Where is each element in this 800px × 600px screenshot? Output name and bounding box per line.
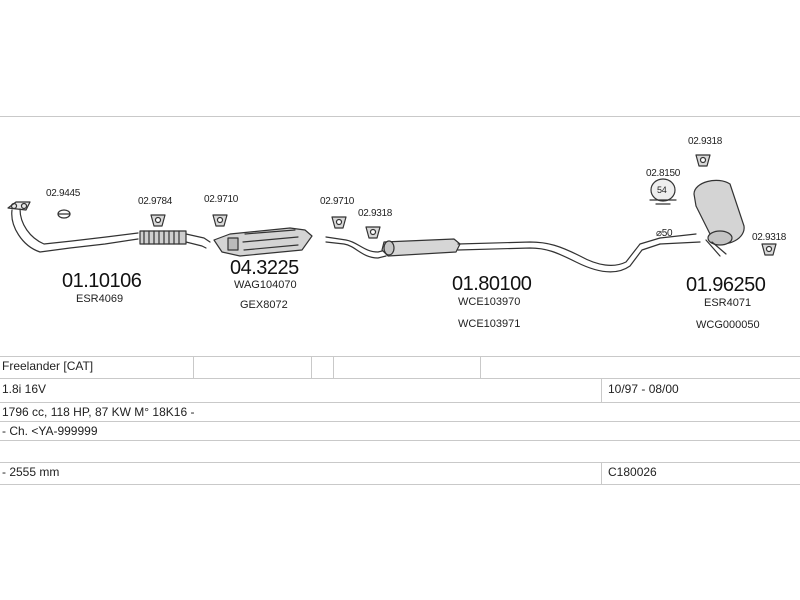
center-pipe-part-number: 01.80100 <box>452 273 532 295</box>
front-pipe-part-number: 01.10106 <box>62 270 142 292</box>
wheelbase-label: - 2555 mm <box>2 465 60 479</box>
hanger-part-number: 02.9318 <box>688 136 723 147</box>
gasket-icon <box>150 214 166 227</box>
divider <box>0 116 800 117</box>
gasket-part-number: 02.9710 <box>204 194 239 205</box>
clamp-part-number: 02.9445 <box>46 188 81 199</box>
pipe-clamp-icon <box>649 178 677 205</box>
catalyst-reference: WAG104070 <box>234 279 297 291</box>
hanger-ring-icon <box>761 243 777 256</box>
catalytic-converter-icon <box>213 227 313 257</box>
years-label: 10/97 - 08/00 <box>608 382 679 396</box>
catalog-code: C180026 <box>608 465 657 479</box>
clamp-size-label: 54 <box>657 185 667 195</box>
model-label: Freelander [CAT] <box>2 359 94 373</box>
divider <box>193 356 194 378</box>
clamp-part-number: 02.8150 <box>646 168 681 179</box>
exhaust-diagram: 02.9445 02.9784 01.10106 ESR4069 02.9710… <box>0 116 800 356</box>
divider <box>0 421 800 422</box>
rear-muffler-reference: WCG000050 <box>696 319 760 331</box>
chassis-label: - Ch. <YA-999999 <box>2 424 98 438</box>
hanger-ring-icon <box>695 154 711 167</box>
divider <box>0 462 800 463</box>
divider <box>601 462 602 484</box>
manifold-flange-icon <box>7 201 31 211</box>
exhaust-system-drawing <box>7 154 777 273</box>
center-pipe-reference: WCE103970 <box>458 296 521 308</box>
divider <box>0 356 800 357</box>
rear-muffler-part-number: 01.96250 <box>686 274 766 296</box>
pipe-size-label: ⌀50 <box>656 228 673 239</box>
hanger-part-number: 02.9318 <box>752 232 787 243</box>
spec-label: 1796 cc, 118 HP, 87 KW M° 18K16 - <box>2 405 195 419</box>
divider <box>601 378 602 402</box>
hanger-ring-icon <box>365 226 381 239</box>
engine-label: 1.8i 16V <box>2 382 47 396</box>
catalyst-reference: GEX8072 <box>240 299 288 311</box>
gasket-icon <box>331 216 347 229</box>
rear-muffler-reference: ESR4071 <box>704 297 752 309</box>
ring-part-number: 02.9318 <box>358 208 393 219</box>
rear-muffler-icon <box>693 179 745 257</box>
flex-bellows-icon <box>139 230 187 245</box>
clamp-icon <box>57 209 71 219</box>
gasket-icon <box>212 214 228 227</box>
center-silencer-icon <box>381 238 461 257</box>
catalyst-part-number: 04.3225 <box>230 257 299 279</box>
front-pipe-reference: ESR4069 <box>76 293 124 305</box>
divider <box>311 356 312 378</box>
divider <box>0 484 800 485</box>
center-pipe-reference: WCE103971 <box>458 318 521 330</box>
divider <box>0 378 800 379</box>
divider <box>333 356 334 378</box>
divider <box>0 402 800 403</box>
gasket-part-number: 02.9784 <box>138 196 173 207</box>
front-pipe-icon <box>11 209 139 253</box>
divider <box>0 440 800 441</box>
divider <box>480 356 481 378</box>
gasket-part-number: 02.9710 <box>320 196 355 207</box>
